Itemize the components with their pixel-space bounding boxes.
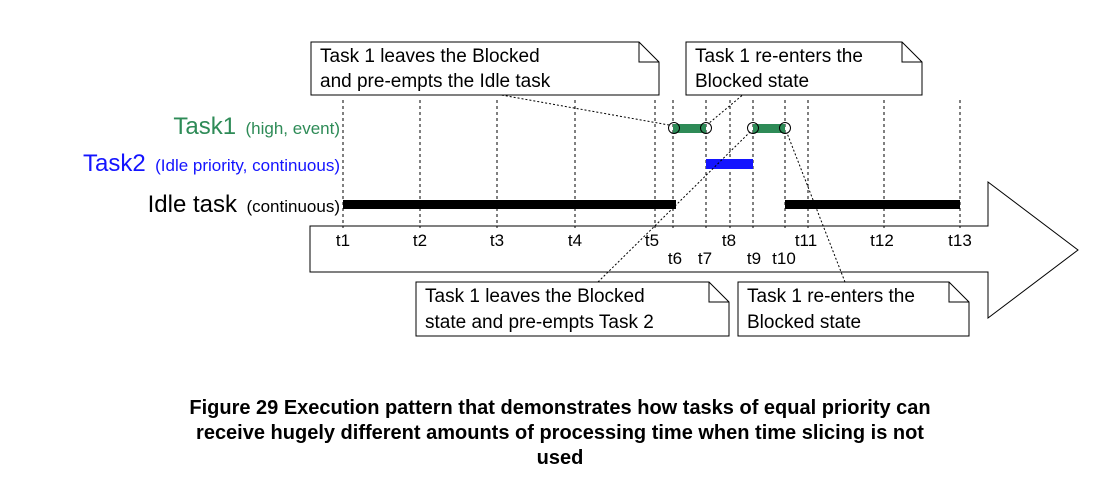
- leader-bottom-left: [597, 131, 751, 283]
- task1-detail: (high, event): [246, 119, 341, 138]
- callout-top-right-line1: Task 1 re-enters the: [695, 46, 863, 67]
- task2-label: Task2 (Idle priority, continuous): [83, 150, 340, 177]
- callout-bottom-right-line2: Blocked state: [747, 312, 861, 333]
- caption-line-2: receive hugely different amounts of proc…: [196, 422, 924, 444]
- callout-top-left-line1: Task 1 leaves the Blocked: [320, 46, 540, 67]
- leader-top-left: [489, 92, 670, 126]
- tick-label-t3: t3: [490, 231, 504, 250]
- tick-label-t2: t2: [413, 231, 427, 250]
- event-circle-t10: [779, 122, 791, 134]
- tick-label-t1: t1: [336, 231, 350, 250]
- figure-caption: Figure 29 Execution pattern that demonst…: [60, 396, 1060, 471]
- task2-bar: [706, 159, 753, 169]
- tick-label-t11: t11: [795, 231, 817, 250]
- task2-detail: (Idle priority, continuous): [155, 156, 340, 175]
- task1-label: Task1 (high, event): [173, 113, 340, 140]
- task1-bar-2: [753, 124, 785, 133]
- caption-line-1: Figure 29 Execution pattern that demonst…: [189, 397, 931, 419]
- callout-top-left-box: [310, 41, 660, 96]
- idle-bar-1: [343, 200, 676, 209]
- callout-top-right-line2: Blocked state: [695, 71, 809, 92]
- idle-bar-2: [785, 200, 960, 209]
- callout-bottom-right-box: [737, 281, 970, 337]
- callout-top-right-box: [685, 41, 923, 96]
- callout-bottom-left-box: [415, 281, 730, 337]
- callout-bottom-left-line2: state and pre-empts Task 2: [425, 312, 654, 333]
- execution-pattern-diagram: Task1 (high, event) Task2 (Idle priority…: [83, 41, 1079, 337]
- tick-label-t12: t12: [870, 231, 894, 250]
- idle-task-detail: (continuous): [246, 197, 340, 216]
- caption-line-3: used: [536, 447, 584, 469]
- tick-label-t13: t13: [948, 231, 972, 250]
- task1-bar-1: [673, 124, 706, 133]
- callout-bottom-left-line1: Task 1 leaves the Blocked: [425, 286, 645, 307]
- tick-label-t4: t4: [568, 231, 582, 250]
- leader-top-right: [707, 92, 746, 125]
- tick-label-t6: t6: [668, 249, 682, 268]
- idle-task-name: Idle task: [148, 191, 238, 218]
- callout-top-left-line2: and pre-empts the Idle task: [320, 71, 551, 92]
- event-circle-t7: [700, 122, 712, 134]
- tick-label-t8: t8: [722, 231, 736, 250]
- tick-label-t7: t7: [698, 249, 712, 268]
- task2-name: Task2: [83, 150, 146, 177]
- callout-bottom-right-line1: Task 1 re-enters the: [747, 286, 915, 307]
- event-circle-t9: [747, 122, 759, 134]
- idle-task-label: Idle task (continuous): [148, 191, 340, 218]
- task1-name: Task1: [173, 113, 236, 140]
- tick-label-t5: t5: [645, 231, 659, 250]
- tick-label-t9: t9: [747, 249, 761, 268]
- leader-bottom-right: [786, 132, 846, 283]
- tick-label-t10: t10: [772, 249, 796, 268]
- time-arrow: [309, 180, 1079, 320]
- event-circle-t6: [668, 122, 680, 134]
